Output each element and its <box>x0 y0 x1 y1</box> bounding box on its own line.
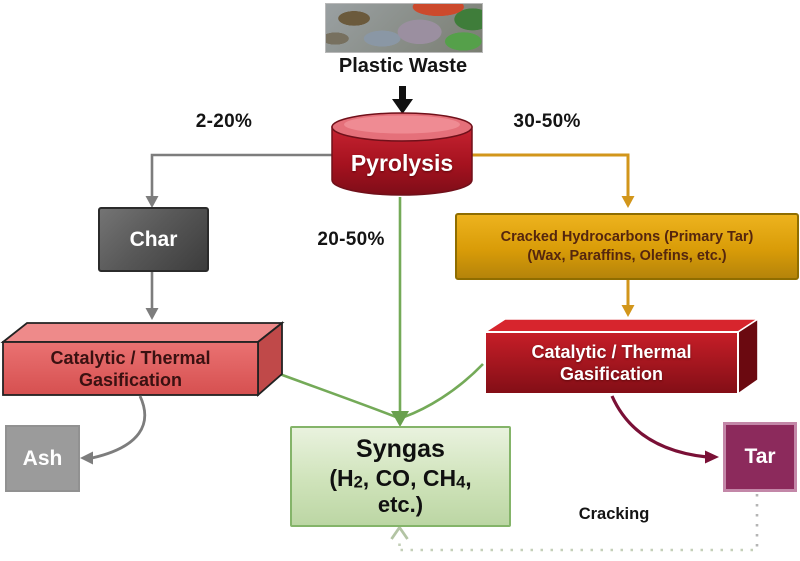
gasification-right-line1: Catalytic / Thermal <box>531 341 692 362</box>
plastic-waste-photo <box>325 3 483 53</box>
gasification-left-node: Catalytic / Thermal Gasification <box>3 343 258 395</box>
syngas-title: Syngas <box>356 435 445 464</box>
pyrolysis-node: Pyrolysis <box>332 138 472 188</box>
char-label: Char <box>129 227 178 251</box>
percent-label-tar: 30-50% <box>513 111 581 132</box>
gasification-left-box <box>0 321 285 397</box>
gasification-right-node: Catalytic / Thermal Gasification <box>485 333 738 393</box>
tar-node: Tar <box>723 422 797 492</box>
ash-node: Ash <box>5 425 80 492</box>
arrow-cracked-to-gasification-icon <box>621 278 635 317</box>
pyrolysis-label: Pyrolysis <box>350 149 454 176</box>
syngas-formula: (H2, CO, CH4, <box>329 464 472 492</box>
arrow-pyrolysis-to-cracked-icon <box>470 153 635 208</box>
arrow-gasification-to-tar-icon <box>610 395 719 464</box>
gasification-right-box <box>482 317 761 396</box>
plastic-waste-label: Plastic Waste <box>338 55 468 77</box>
pyrolysis-cylinder <box>331 112 473 196</box>
arrow-gasification-to-ash-icon <box>80 395 147 465</box>
arrow-pyrolysis-to-char-icon <box>145 153 332 208</box>
percent-label-char: 2-20% <box>195 111 253 132</box>
cracking-label: Cracking <box>578 505 650 523</box>
percent-label-gas: 20-50% <box>317 229 385 250</box>
gasification-left-line1: Catalytic / Thermal <box>50 347 211 368</box>
cracked-hydrocarbons-node: Cracked Hydrocarbons (Primary Tar) (Wax,… <box>455 213 799 280</box>
syngas-node: Syngas (H2, CO, CH4, etc.) <box>290 426 511 527</box>
arrow-char-to-gasification-icon <box>145 269 159 320</box>
cracked-line1: Cracked Hydrocarbons (Primary Tar) <box>500 228 754 245</box>
syngas-etc: etc.) <box>377 491 424 517</box>
cracking-dotted-path-icon <box>390 494 759 552</box>
ash-label: Ash <box>22 446 63 470</box>
gasification-right-line2: Gasification <box>559 364 664 384</box>
tar-label: Tar <box>744 445 776 468</box>
cracked-line2: (Wax, Paraffins, Olefins, etc.) <box>527 247 727 264</box>
gasification-left-line2: Gasification <box>78 370 183 390</box>
char-node: Char <box>98 207 209 272</box>
arrow-plasticwaste-to-pyrolysis-icon <box>392 86 413 114</box>
